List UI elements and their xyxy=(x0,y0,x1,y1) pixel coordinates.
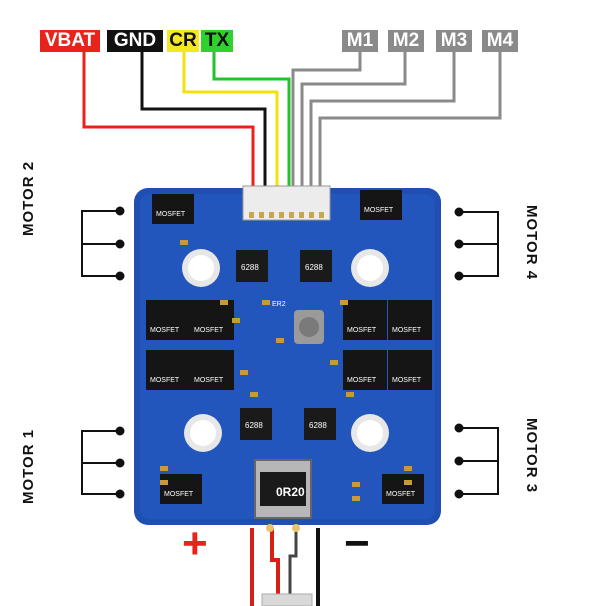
negative-lead-2 xyxy=(288,528,298,606)
signal-wires xyxy=(82,52,502,190)
mosfet-chip-label: MOSFET xyxy=(392,377,422,384)
board-text: 6288 6288 6288 6288 0R20 ER2 xyxy=(241,263,327,499)
mosfet-chip-label: MOSFET xyxy=(150,377,180,384)
mosfet-chip xyxy=(343,300,387,340)
mosfet-chip-label: MOSFET xyxy=(156,211,186,218)
m1-wire xyxy=(291,52,362,190)
small-components xyxy=(160,240,412,501)
driver-label-4: 6288 xyxy=(309,421,327,430)
positive-sign: + xyxy=(182,519,208,568)
cr-wire xyxy=(182,52,279,190)
mosfet-chip xyxy=(360,190,402,220)
mosfet-chip-label: MOSFET xyxy=(392,327,422,334)
inductor-label: 0R20 xyxy=(276,485,305,499)
mosfet-chip-label: MOSFET xyxy=(194,377,224,384)
vbat-label: VBAT xyxy=(40,30,100,52)
mosfet-chip xyxy=(146,350,190,390)
gnd-label: GND xyxy=(107,30,163,52)
power-leads xyxy=(250,528,320,606)
tx-wire xyxy=(212,52,291,190)
connector-pins xyxy=(249,212,324,218)
mosfet-chip-label: MOSFET xyxy=(194,327,224,334)
driver-label-3: 6288 xyxy=(245,421,263,430)
mounting-holes xyxy=(182,249,389,452)
m2-wire xyxy=(300,52,407,190)
positive-lead-2 xyxy=(270,528,280,606)
power-pads xyxy=(266,524,300,532)
mosfet-chip xyxy=(152,194,194,224)
driver-label-1: 6288 xyxy=(241,263,259,272)
cr-label: CR xyxy=(167,30,199,52)
m1-label: M1 xyxy=(342,30,378,52)
motor-4-label: MOTOR 4 xyxy=(523,205,540,281)
mosfet-chip xyxy=(160,474,202,504)
mosfet-chip xyxy=(190,300,234,340)
m2-label: M2 xyxy=(388,30,424,52)
negative-sign: − xyxy=(344,519,370,568)
mosfet-chip-label: MOSFET xyxy=(386,491,416,498)
driver-chips xyxy=(236,250,336,440)
mosfet-chip xyxy=(382,474,424,504)
motor-3-bracket xyxy=(454,423,499,499)
m3-label: M3 xyxy=(436,30,472,52)
mosfet-chip xyxy=(388,300,432,340)
esc-board: MOSFET MOSFET MOSFET MOSFET MOSFET MOSFET MOSF… xyxy=(134,185,441,532)
motor-3-label: MOTOR 3 xyxy=(523,418,540,494)
motor-2-bracket xyxy=(81,206,125,281)
driver-label-2: 6288 xyxy=(305,263,323,272)
mosfet-chip xyxy=(343,350,387,390)
motor-4-bracket xyxy=(454,207,499,281)
mosfet-chip xyxy=(146,300,190,340)
tx-label: TX xyxy=(201,30,233,52)
mosfet-chip-label: MOSFET xyxy=(150,327,180,334)
mosfet-chip-label: MOSFET xyxy=(347,377,377,384)
motor-1-bracket xyxy=(81,426,125,499)
mosfet-chip xyxy=(190,350,234,390)
m3-wire xyxy=(309,52,456,190)
motor-1-label: MOTOR 1 xyxy=(20,428,37,504)
m4-label: M4 xyxy=(482,30,518,52)
mosfet-chip-label: MOSFET xyxy=(164,491,194,498)
small-part-label: ER2 xyxy=(272,301,286,308)
gnd-wire xyxy=(140,52,267,190)
signal-connector xyxy=(242,185,331,221)
vbat-wire xyxy=(82,52,255,190)
mosfet-chips: MOSFET MOSFET MOSFET MOSFET MOSFET MOSFET MOSF… xyxy=(146,190,432,504)
mosfet-chip xyxy=(388,350,432,390)
capacitor-body xyxy=(261,593,313,606)
mosfet-chip-label: MOSFET xyxy=(347,327,377,334)
m4-wire xyxy=(318,52,502,190)
motor-2-label: MOTOR 2 xyxy=(20,160,37,236)
mosfet-chip-label: MOSFET xyxy=(364,207,394,214)
